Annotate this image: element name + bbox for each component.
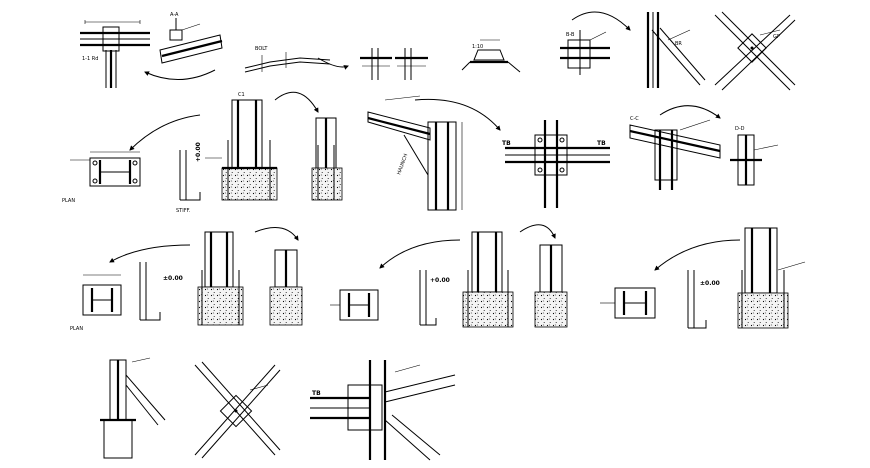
svg-text:BR: BR bbox=[675, 41, 682, 47]
svg-text:B-B: B-B bbox=[566, 32, 575, 38]
svg-text:1-1 Rd: 1-1 Rd bbox=[82, 56, 98, 62]
detail-ridge-section: 1:10 bbox=[461, 39, 521, 73]
reference-arrow bbox=[109, 244, 191, 263]
detail-x-brace-node-top: GP bbox=[714, 11, 796, 91]
reference-arrow bbox=[654, 239, 741, 271]
elevation-mark: ±0.00 bbox=[700, 280, 720, 287]
svg-text:STIFF.: STIFF. bbox=[176, 208, 191, 214]
detail-column-base-side-1 bbox=[311, 117, 343, 201]
elevation-mark: +0.00 bbox=[195, 142, 202, 162]
reference-arrow bbox=[519, 224, 556, 239]
detail-base-plate-plan-2: PLAN bbox=[70, 274, 122, 332]
detail-column-base-side-3 bbox=[534, 244, 568, 328]
svg-text:HAUNCH: HAUNCH bbox=[396, 153, 409, 176]
elevation-mark: +0.00 bbox=[430, 277, 450, 284]
member-tag: TB bbox=[597, 140, 606, 147]
svg-text:D-D: D-D bbox=[735, 126, 745, 132]
reference-arrow bbox=[274, 91, 319, 113]
svg-text:PLAN: PLAN bbox=[62, 198, 75, 204]
member-tag: TB bbox=[312, 390, 321, 397]
reference-arrow bbox=[659, 105, 721, 119]
detail-rafter-haunch: HAUNCH bbox=[367, 95, 463, 211]
detail-column-base-elev-2 bbox=[197, 231, 244, 326]
detail-beam-end-section: D-D bbox=[730, 126, 779, 186]
detail-beam-column-brace-node: TB bbox=[310, 360, 456, 461]
elevation-mark: ±0.00 bbox=[163, 275, 183, 282]
detail-purlin-cleat-a bbox=[360, 48, 392, 80]
svg-text:1:10: 1:10 bbox=[472, 44, 483, 50]
reference-arrow bbox=[379, 239, 461, 269]
detail-column-diagonal: BR bbox=[646, 12, 706, 88]
detail-column-base-elev-3 bbox=[462, 231, 514, 328]
detail-column-cap-plan: TB TB bbox=[502, 120, 610, 208]
detail-beam-splice-section: A-A bbox=[159, 12, 223, 64]
detail-base-plate-plan-3 bbox=[330, 289, 379, 321]
detail-purlin-cleat-b bbox=[395, 48, 428, 80]
detail-rafter-knee: B-B bbox=[560, 30, 610, 75]
detail-x-brace-node-bottom bbox=[194, 361, 281, 459]
svg-text:C1: C1 bbox=[238, 92, 245, 98]
detail-column-base-side-2 bbox=[269, 249, 303, 326]
detail-base-plate-plan-4 bbox=[600, 287, 656, 319]
svg-text:PLAN: PLAN bbox=[70, 326, 83, 332]
detail-column-bracing-base bbox=[100, 357, 166, 459]
reference-arrow bbox=[571, 11, 631, 31]
reference-arrow bbox=[144, 69, 216, 81]
detail-beam-splice-plan: 1-1 Rd bbox=[80, 20, 150, 88]
detail-beam-column-elev: C-C bbox=[629, 116, 721, 190]
svg-text:BOLT: BOLT bbox=[255, 46, 268, 52]
detail-base-stiffener-2: ±0.00 bbox=[139, 262, 183, 321]
svg-text:C-C: C-C bbox=[630, 116, 639, 122]
reference-arrow bbox=[129, 114, 201, 151]
svg-text:A-A: A-A bbox=[170, 12, 179, 18]
reference-arrow bbox=[254, 227, 299, 241]
reference-arrow bbox=[414, 98, 501, 131]
detail-column-base-elev-4 bbox=[737, 227, 806, 329]
member-tag: TB bbox=[502, 140, 511, 147]
detail-base-plate-plan-1: PLAN bbox=[62, 151, 141, 204]
svg-text:GP: GP bbox=[773, 34, 780, 40]
detail-base-stiffener-3: +0.00 bbox=[419, 270, 450, 326]
detail-base-stiffener-4: ±0.00 bbox=[687, 270, 720, 329]
detail-column-base-elev-1: +0.00 C1 bbox=[195, 92, 278, 201]
detail-purlin-lap: BOLT bbox=[244, 46, 349, 73]
detail-base-stiffener: STIFF. bbox=[176, 150, 201, 214]
